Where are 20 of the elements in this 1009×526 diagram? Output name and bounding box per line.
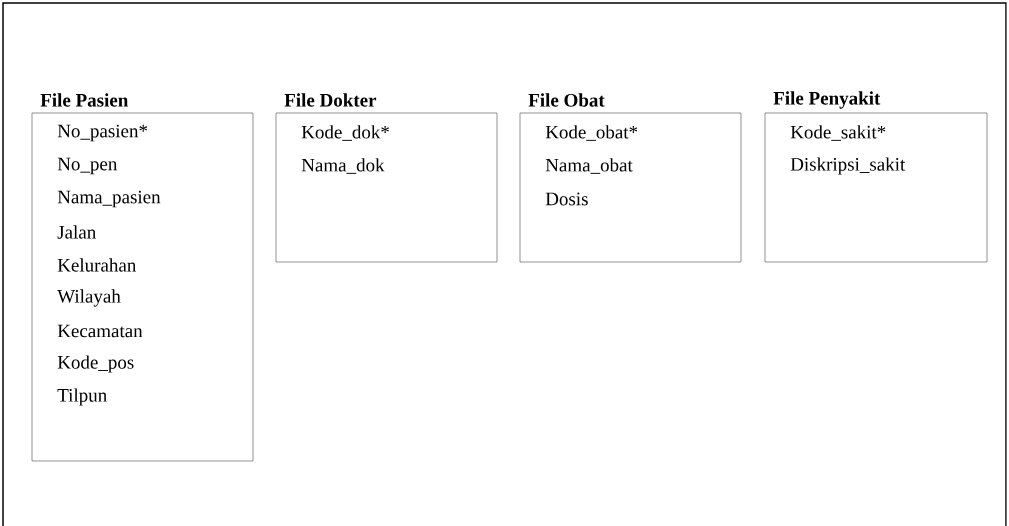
field-name: Kode_sakit*	[790, 125, 886, 141]
field-name: Jalan	[57, 225, 96, 239]
field-name: Nama_dok	[301, 158, 385, 174]
field-name: Tilpun	[57, 388, 107, 406]
heading: File Penyakit	[773, 91, 881, 109]
field-name: Kelurahan	[57, 258, 137, 272]
heading: File Pasien	[40, 93, 129, 107]
heading: File Dokter	[284, 93, 377, 107]
heading: File Obat	[528, 93, 605, 107]
field-name: Nama_obat	[545, 158, 633, 174]
field-name: Diskripsi_sakit	[790, 157, 906, 175]
field-name: Dosis	[545, 192, 588, 206]
field-name: No_pasien*	[57, 124, 148, 142]
field-name: Nama_pasien	[57, 190, 161, 208]
field-name: Wilayah	[57, 289, 121, 307]
field-name: Kode_pos	[57, 355, 134, 373]
field-name: Kecamatan	[57, 324, 143, 338]
field-name: Kode_obat*	[545, 125, 638, 141]
field-name: No_pen	[57, 157, 118, 175]
field-name: Kode_dok*	[301, 125, 389, 141]
